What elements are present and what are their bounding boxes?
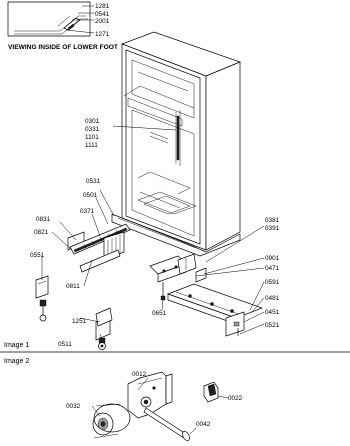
label-0551: 0551 (30, 252, 45, 259)
label-1251: 1251 (72, 318, 87, 325)
label-0371: 0371 (80, 208, 95, 215)
inset-label-1271: 1271 (95, 31, 110, 38)
label-0451: 0451 (265, 309, 280, 316)
label-0391: 0391 (265, 225, 280, 232)
label-0331: 0331 (85, 126, 100, 133)
image1-leader-lines (41, 125, 265, 341)
inset-label-2001: 2001 (95, 18, 110, 25)
label-0821: 0821 (34, 229, 49, 236)
right-foot-bracket (195, 267, 245, 337)
label-0301: 0301 (85, 118, 100, 125)
label-1111: 1111 (85, 142, 98, 149)
roller-axle-pin (143, 407, 190, 441)
label-0042: 0042 (196, 421, 211, 428)
label-0591: 0591 (265, 279, 280, 286)
label-0521: 0521 (265, 322, 280, 329)
roller-bracket (127, 371, 173, 419)
roller-wheel (92, 403, 131, 439)
image2-title: Image 2 (4, 358, 29, 365)
label-0811: 0811 (66, 283, 80, 290)
inset-caption: VIEWING INSIDE OF LOWER FOOT (8, 44, 118, 51)
label-0022: 0022 (228, 395, 243, 402)
label-0381: 0381 (265, 217, 280, 224)
center-bracket (149, 253, 197, 301)
label-0831: 0831 (36, 216, 51, 223)
label-0481: 0481 (265, 295, 280, 302)
lower-foot-inset (7, 1, 91, 37)
label-0501: 0501 (83, 192, 98, 199)
image1-title: Image 1 (4, 342, 29, 349)
label-0471: 0471 (265, 265, 280, 272)
label-0511: 0511 (58, 341, 72, 348)
label-0012: 0012 (132, 371, 147, 378)
front-leveling-foot-left (35, 275, 49, 322)
label-0651: 0651 (152, 310, 167, 317)
label-1101: 1101 (85, 134, 99, 141)
label-0901: 0901 (265, 255, 280, 262)
inset-label-0541: 0541 (95, 11, 110, 18)
refrigerator-cabinet (111, 31, 241, 257)
rear-foot-right (95, 307, 113, 327)
label-0531: 0531 (86, 178, 101, 185)
label-0032: 0032 (66, 403, 81, 410)
rear-roller-rail (166, 283, 264, 325)
inset-label-1281: 1281 (95, 3, 110, 10)
spacer-clip (203, 381, 219, 403)
kickplate-grille (67, 223, 131, 273)
